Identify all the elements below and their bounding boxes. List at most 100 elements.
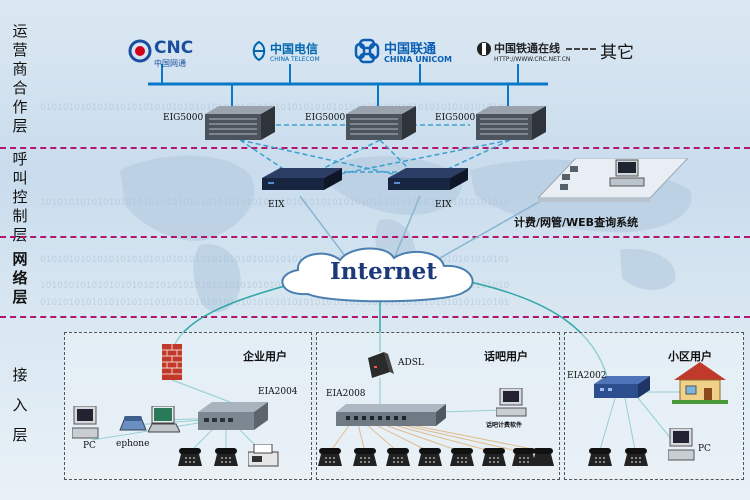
telephone-icon [214, 448, 238, 466]
divider-operator-call [0, 147, 750, 149]
telephone-icon [532, 448, 554, 466]
house [672, 360, 728, 408]
ephone-label: ephone [116, 439, 150, 449]
telephone-icon [450, 448, 474, 466]
cnc-logo-icon [128, 39, 152, 63]
eix-device-1 [262, 168, 342, 200]
cnc-sub-text: 中国网通 [154, 59, 186, 68]
pc-label-community: PC [698, 444, 711, 454]
enterprise-pc [71, 405, 102, 444]
layer-label-operator: 运营商合作层 [12, 22, 28, 135]
eix-device-2 [388, 168, 468, 200]
telephone-icon [482, 448, 506, 466]
server-icon [205, 106, 275, 140]
laptop [147, 405, 181, 438]
telephone-icon [418, 448, 442, 466]
layer-label-network: 网络层 [12, 250, 28, 306]
adsl-label: ADSL [398, 358, 424, 368]
gateway-box-icon [594, 376, 650, 398]
telephone-icon [318, 448, 342, 466]
bar-phone-4 [416, 446, 444, 472]
bar-phone-6 [480, 446, 508, 472]
eia2002-label: EIA2002 [567, 371, 607, 381]
internet-label: Internet [330, 258, 437, 285]
telecom-logo-icon [252, 40, 266, 62]
bar-phone-8 [530, 446, 556, 472]
divider-call-network [0, 236, 750, 238]
bar-billing-software-label: 话吧计费软件 [486, 422, 523, 429]
bar-phone-1 [316, 446, 344, 472]
ephone-icon [119, 416, 147, 431]
pc-icon [71, 405, 99, 439]
internet-cloud: Internet [268, 244, 498, 304]
modem-icon [368, 352, 394, 378]
bar-phone-5 [448, 446, 476, 472]
telephone-icon [386, 448, 410, 466]
billing-network-icon [536, 157, 690, 202]
railcom-sub-text: HTTP://WWW.CRC.NET.CN [494, 56, 571, 63]
eia2008-device [336, 404, 446, 432]
telephone-icon [624, 448, 648, 466]
pc-icon [495, 387, 527, 417]
bar-phone-7 [510, 446, 538, 472]
eix-label-1: EIX [268, 200, 285, 210]
svg-text:010101010101010101010101010101: 0101010101010101010101010101010101010101… [40, 255, 510, 265]
divider-network-access [0, 316, 750, 318]
cnc-logo-text: CNC [154, 38, 194, 58]
eix-label-2: EIX [435, 200, 452, 210]
telephone-icon [178, 448, 202, 466]
svg-text:010101010101010101010101010101: 0101010101010101010101010101010101010101… [40, 298, 510, 308]
eig5000-server-2 [346, 106, 416, 146]
bar-billing-pc [495, 387, 528, 422]
railcom-logo-icon [477, 42, 491, 56]
svg-text:101010101010101010101010101010: 1010101010101010101010101010101010101010… [40, 281, 510, 291]
layer-label-access: 接入层 [12, 366, 28, 444]
pc-label-enterprise: PC [83, 441, 96, 451]
telecom-text: 中国电信 [270, 42, 319, 56]
billing-system-panel [536, 157, 690, 210]
eig5000-server-3 [476, 106, 546, 146]
billing-system-label: 计费/网管/WEB查询系统 [514, 216, 639, 229]
unicom-knot-icon [354, 38, 380, 64]
eia2002-device [594, 376, 650, 406]
other-carrier-dash [566, 48, 596, 50]
bar-user-title: 话吧用户 [484, 350, 528, 363]
telephone-icon [353, 448, 377, 466]
eig5000-label-1: EIG5000 [163, 113, 204, 123]
eia2004-label: EIA2004 [258, 387, 298, 397]
svg-text:101010101010101010101010101010: 1010101010101010101010101010101010101010… [40, 198, 510, 208]
carrier-other: 其它 [600, 43, 634, 63]
bar-phone-3 [384, 446, 412, 472]
adsl-modem [368, 352, 394, 384]
fax-machine [247, 443, 280, 472]
eig5000-server-1 [205, 106, 275, 146]
telecom-sub-text: CHINA TELECOM [270, 56, 320, 63]
server-icon [476, 106, 546, 140]
laptop-icon [147, 405, 181, 433]
carrier-railcom: 中国铁通在线 HTTP://WWW.CRC.NET.CN [476, 38, 571, 70]
enterprise-phone-2 [212, 446, 240, 472]
firewall [162, 344, 182, 384]
unicom-text: 中国联通 [384, 42, 437, 57]
house-icon [672, 362, 728, 404]
railcom-text: 中国铁通在线 [494, 42, 560, 55]
enterprise-user-title: 企业用户 [243, 350, 287, 363]
eig5000-label-2: EIG5000 [305, 113, 346, 123]
switch-icon [262, 168, 342, 190]
fax-icon [247, 443, 279, 467]
gateway-box-icon [198, 402, 268, 430]
gateway-rack-icon [336, 404, 446, 426]
carrier-china-unicom: 中国联通 CHINA UNICOM [354, 38, 454, 70]
unicom-sub-text: CHINA UNICOM [384, 55, 453, 64]
carrier-china-telecom: 中国电信 CHINA TELECOM [248, 38, 328, 70]
community-pc [667, 427, 698, 466]
eia2008-label: EIA2008 [326, 389, 366, 399]
enterprise-phone-1 [176, 446, 204, 472]
ephone-device [118, 414, 148, 440]
firewall-brick-icon [162, 344, 182, 380]
community-user-title: 小区用户 [668, 350, 712, 363]
community-phone-2 [622, 446, 650, 472]
pc-icon [667, 427, 695, 461]
telephone-icon [588, 448, 612, 466]
